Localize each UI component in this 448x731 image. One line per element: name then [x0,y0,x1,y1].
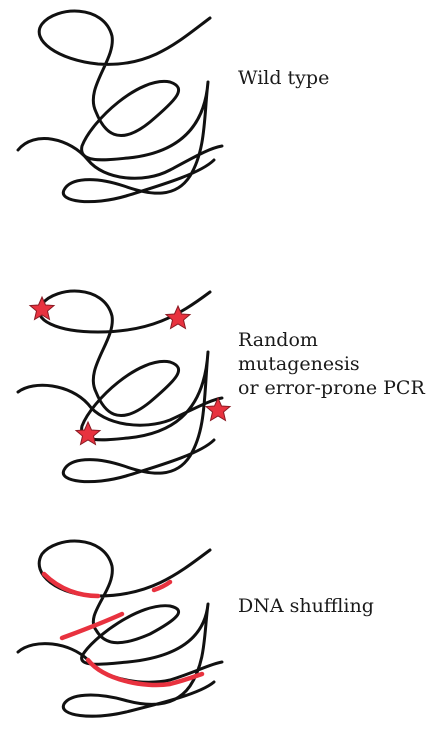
mutation-star-icon [204,396,232,422]
dna-strand-path [16,289,224,484]
shuffled-segment [41,571,101,599]
panel-wild-type: Wild type [0,0,448,220]
dna-strand-shuffling [16,539,224,718]
shuffled-segment [59,611,125,641]
label-line: Random [238,329,318,351]
shuffled-segment [85,657,205,688]
panel-dna-shuffling: DNA shuffling [0,530,448,730]
mutation-star-icon [164,304,192,330]
dna-strand-wild-type [16,9,224,204]
panel-random-mutagenesis: Random mutagenesis or error-prone PCR [0,280,448,500]
dna-strand-path [16,539,224,718]
label-line: DNA shuffling [238,595,374,617]
mutation-star-icon [74,420,102,446]
label-random-mutagenesis: Random mutagenesis or error-prone PCR [238,328,425,400]
label-wild-type: Wild type [238,66,329,90]
label-line: or error-prone PCR [238,377,425,399]
dna-strand-path [16,9,224,204]
dna-strand-mutagenesis [16,289,232,484]
label-line: Wild type [238,67,330,89]
label-line: mutagenesis [238,353,360,375]
shuffled-segment [151,579,173,593]
mutation-star-icon [28,295,56,321]
label-dna-shuffling: DNA shuffling [238,594,374,618]
